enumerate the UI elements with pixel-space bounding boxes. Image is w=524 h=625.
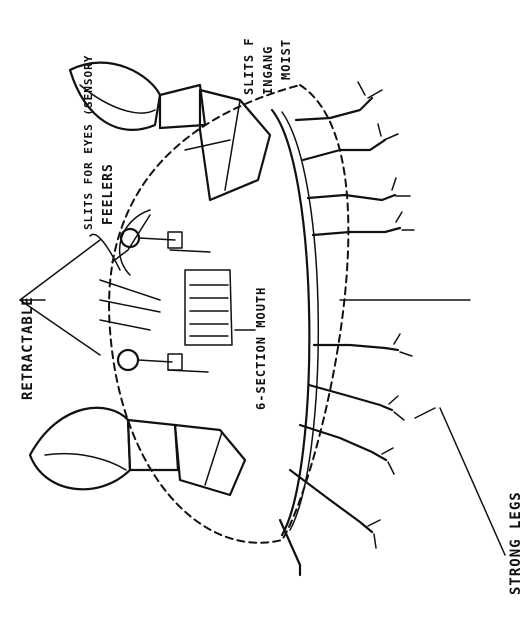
- eye-stalk-lower: [118, 350, 182, 370]
- label-slits-intake: SLITS F: [242, 37, 256, 95]
- eye-stalk-upper: [121, 229, 182, 248]
- upper-claw: [70, 63, 270, 200]
- feelers: [90, 210, 160, 330]
- label-legs: STRONG LEGS: [508, 491, 524, 595]
- label-intake-2: INGANG: [261, 46, 275, 95]
- label-mouth: 6-SECTION MOUTH: [254, 287, 268, 410]
- label-feelers: FEELERS: [101, 163, 116, 225]
- shell-body: [109, 85, 348, 543]
- label-slits-eyes: SLITS FOR EYES (SENSORY: [82, 55, 95, 230]
- label-retractable: RETRACTABLE: [20, 296, 36, 400]
- lower-claw: [30, 408, 245, 495]
- label-intake-3: MOIST: [279, 39, 293, 80]
